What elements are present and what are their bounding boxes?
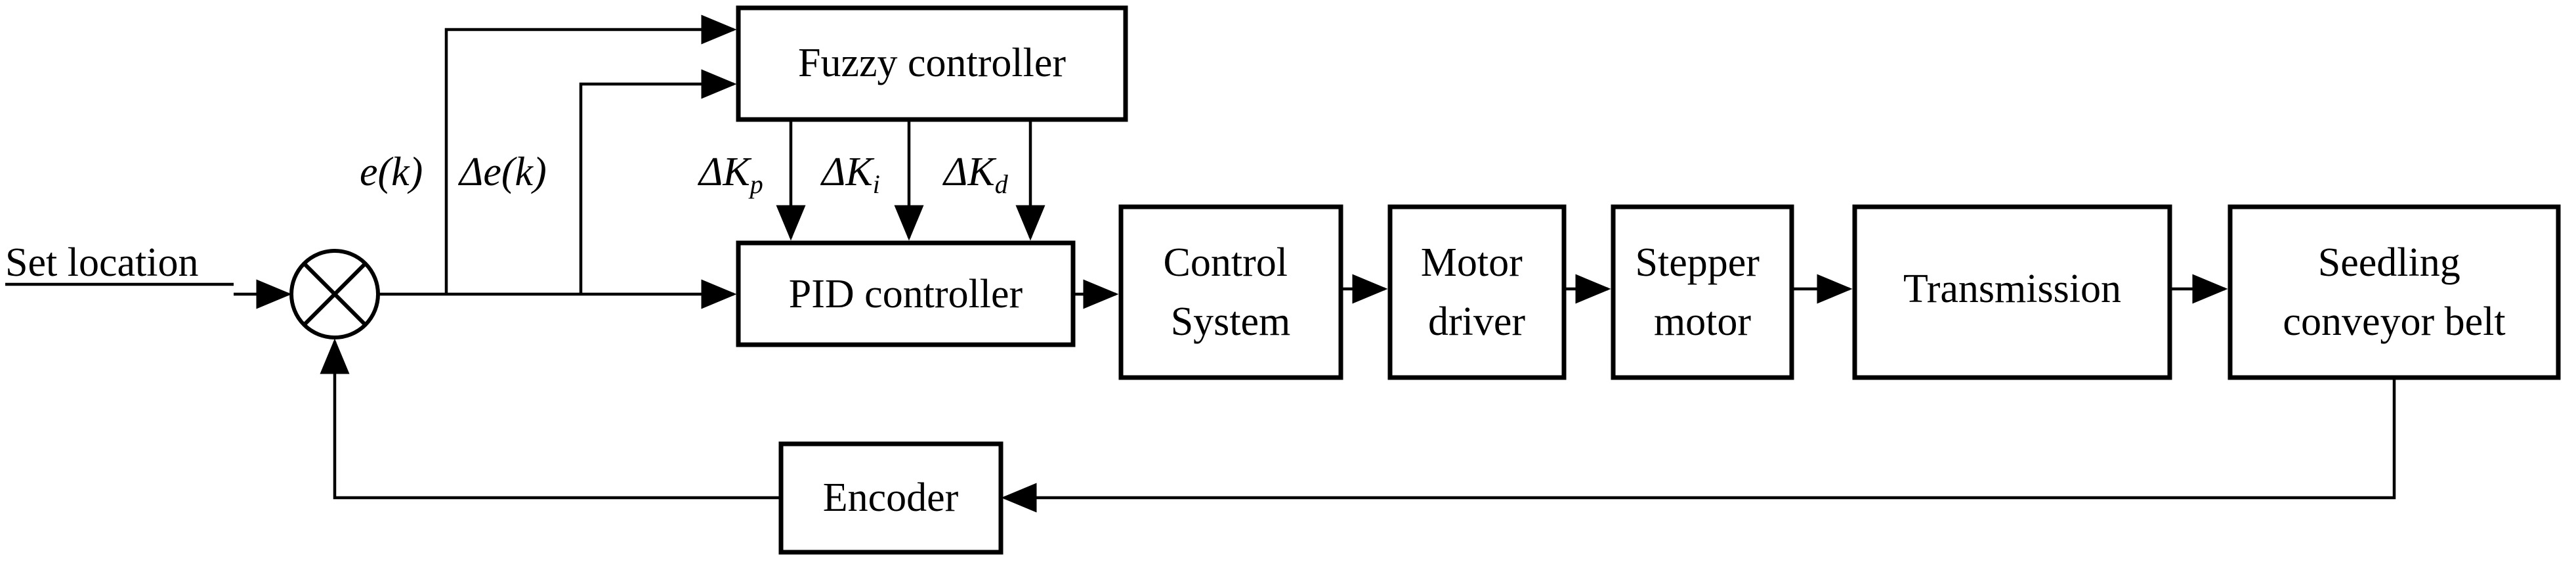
dek-to-fuzzy-arrow xyxy=(579,69,737,294)
set-location-label: Set location xyxy=(5,240,198,285)
dek-label: Δe(k) xyxy=(457,150,547,194)
pid-controller-label: PID controller xyxy=(789,272,1023,316)
fuzzy-controller-block xyxy=(736,5,1128,122)
transmission-label: Transmission xyxy=(1903,267,2121,311)
stepper-motor-block xyxy=(1611,204,1794,380)
control-system-block xyxy=(1118,204,1343,380)
belt-to-encoder-arrow xyxy=(1001,378,2396,513)
dkp-label: ΔKp xyxy=(697,150,763,199)
dki-label: ΔKi xyxy=(820,150,880,199)
summing-junction xyxy=(289,249,380,339)
motor-driver-label: Motor driver xyxy=(1421,240,1533,344)
seedling-conveyor-belt-block xyxy=(2228,204,2561,380)
fuzzy-controller-label: Fuzzy controller xyxy=(798,41,1066,85)
dkd-label: ΔKd xyxy=(942,150,1009,199)
pid-controller-block xyxy=(736,240,1076,347)
encoder-to-junction-arrow xyxy=(320,338,781,500)
transmission-block xyxy=(1852,204,2172,380)
stepper-motor-label: Stepper motor xyxy=(1636,240,1770,344)
motor-driver-block xyxy=(1387,204,1567,380)
ek-to-fuzzy-arrow xyxy=(444,14,737,294)
control-system-label: Control System xyxy=(1164,240,1298,344)
ek-label: e(k) xyxy=(360,150,423,194)
seedling-conveyor-belt-label: Seedling conveyor belt xyxy=(2283,240,2505,344)
encoder-label: Encoder xyxy=(823,475,959,520)
